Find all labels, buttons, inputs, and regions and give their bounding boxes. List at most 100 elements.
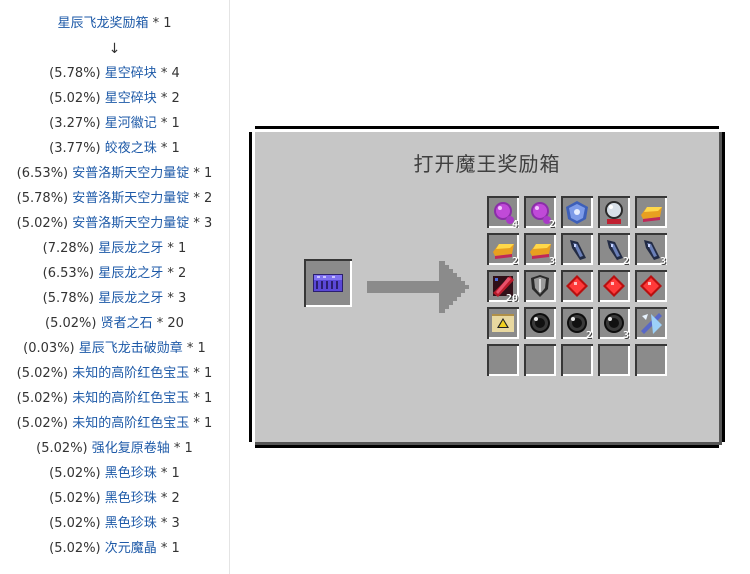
output-slot[interactable]: 2 (598, 233, 630, 267)
drop-item-link[interactable]: 星辰龙之牙 (98, 241, 164, 256)
output-slot[interactable]: 3 (635, 233, 667, 267)
drop-item-link[interactable]: 星辰龙之牙 (98, 291, 164, 306)
drop-chance: (3.77%) (49, 141, 101, 156)
drop-chance: (7.28%) (42, 241, 95, 256)
drop-chance: (5.02%) (49, 516, 101, 531)
drop-item-link[interactable]: 未知的高阶红色宝玉 (72, 366, 190, 381)
drop-item-link[interactable]: 黑色珍珠 (104, 516, 157, 531)
purple-orb-icon (494, 202, 514, 224)
drop-arrow: ↓ (0, 41, 229, 58)
output-slot[interactable] (561, 344, 593, 376)
drop-chance: (5.02%) (36, 441, 88, 456)
drop-quantity: * 2 (167, 266, 187, 281)
drop-list-item: (5.02%) 黑色珍珠 * 2 (0, 491, 229, 507)
output-slot[interactable] (561, 270, 593, 302)
drop-item-link[interactable]: 次元魔晶 (104, 541, 157, 556)
drop-item-link[interactable]: 未知的高阶红色宝玉 (72, 416, 190, 431)
ingot-icon (641, 207, 662, 222)
drop-list-sidebar: 星辰飞龙奖励箱 * 1 ↓ (5.78%) 星空碎块 * 4 (5.02%) 星空… (0, 0, 230, 574)
shield-medal-icon (531, 275, 549, 297)
output-slot[interactable] (487, 307, 519, 339)
drop-list-item: (6.53%) 安普洛斯天空力量锭 * 1 (0, 166, 229, 182)
drop-chance: (5.78%) (49, 66, 101, 81)
drop-list-item: (5.78%) 安普洛斯天空力量锭 * 2 (0, 191, 229, 207)
drop-list-item: (5.02%) 黑色珍珠 * 3 (0, 516, 229, 532)
ingot-icon (530, 244, 551, 259)
output-slot[interactable] (598, 344, 630, 376)
drop-list-item: (5.78%) 星辰龙之牙 * 3 (0, 291, 229, 307)
output-slot[interactable] (524, 307, 556, 339)
drop-item-link[interactable]: 安普洛斯天空力量锭 (72, 216, 190, 231)
drop-item-link[interactable]: 贤者之石 (100, 316, 153, 331)
drop-list-item: (3.27%) 星河徽记 * 1 (0, 116, 229, 132)
output-slot[interactable]: 3 (524, 233, 556, 267)
drop-list-item: (5.02%) 未知的高阶红色宝玉 * 1 (0, 391, 229, 407)
black-pearl-icon (567, 313, 587, 333)
drop-item-link[interactable]: 黑色珍珠 (104, 491, 157, 506)
drop-list-item: (3.77%) 皎夜之珠 * 1 (0, 141, 229, 157)
drop-item-link[interactable]: 星河徽记 (104, 116, 157, 131)
output-slot[interactable] (561, 196, 593, 228)
drop-chance: (5.02%) (16, 391, 69, 406)
drop-item-link[interactable]: 安普洛斯天空力量锭 (72, 191, 190, 206)
down-arrow-icon: ↓ (108, 41, 121, 57)
drop-source: 星辰飞龙奖励箱 * 1 (0, 16, 229, 32)
drop-item-link[interactable]: 黑色珍珠 (104, 466, 157, 481)
drop-quantity: * 4 (160, 66, 180, 81)
stack-count: 3 (548, 256, 555, 267)
output-slot[interactable] (561, 233, 593, 265)
output-slot[interactable]: 4 (487, 196, 519, 230)
stack-count: 2 (511, 256, 518, 267)
black-pearl-icon (530, 313, 550, 333)
dimension-crystal-icon (641, 313, 662, 334)
drop-quantity: * 1 (173, 441, 193, 456)
drop-quantity: * 2 (193, 191, 213, 206)
output-slot[interactable] (524, 270, 556, 302)
output-slot[interactable]: 20 (487, 270, 519, 304)
red-gem-icon (603, 275, 625, 297)
progress-arrow-icon (367, 261, 469, 313)
output-slot[interactable] (635, 196, 667, 228)
scroll-icon (492, 314, 514, 332)
drop-quantity: * 2 (160, 91, 180, 106)
drop-item-link[interactable]: 星空碎块 (104, 66, 157, 81)
drop-chance: (0.03%) (23, 341, 75, 356)
drop-source-link[interactable]: 星辰飞龙奖励箱 (57, 16, 149, 31)
output-slot[interactable]: 3 (598, 307, 630, 341)
drop-quantity: * 1 (193, 166, 213, 181)
stack-count: 2 (585, 330, 592, 341)
output-slot[interactable] (635, 344, 667, 376)
stack-count: 2 (622, 256, 629, 267)
pearl-orb-icon (605, 201, 623, 224)
drop-chance: (5.02%) (49, 466, 101, 481)
drop-quantity: * 1 (167, 241, 187, 256)
drop-item-link[interactable]: 星空碎块 (104, 91, 157, 106)
drop-source-qty: * 1 (152, 16, 172, 31)
drop-item-link[interactable]: 安普洛斯天空力量锭 (72, 166, 190, 181)
output-slot[interactable] (487, 344, 519, 376)
output-slot[interactable] (598, 196, 630, 228)
output-slot[interactable] (598, 270, 630, 302)
drop-quantity: * 1 (160, 466, 180, 481)
drop-list-item: (5.78%) 星空碎块 * 4 (0, 66, 229, 82)
output-slot[interactable] (635, 307, 667, 339)
drop-list-item: (5.02%) 次元魔晶 * 1 (0, 541, 229, 557)
drop-chance: (5.78%) (16, 191, 69, 206)
drop-chance: (5.02%) (45, 316, 97, 331)
drop-quantity: * 1 (186, 341, 206, 356)
drop-item-link[interactable]: 皎夜之珠 (104, 141, 157, 156)
output-slot[interactable]: 2 (561, 307, 593, 341)
output-slot[interactable] (524, 344, 556, 376)
drop-quantity: * 3 (167, 291, 187, 306)
drop-item-link[interactable]: 星辰龙之牙 (98, 266, 164, 281)
output-slot[interactable]: 2 (487, 233, 519, 267)
drop-list-item: (5.02%) 未知的高阶红色宝玉 * 1 (0, 366, 229, 382)
drop-list-item: (5.02%) 安普洛斯天空力量锭 * 3 (0, 216, 229, 232)
output-slot[interactable] (635, 270, 667, 302)
drop-item-link[interactable]: 强化复原卷轴 (91, 441, 170, 456)
input-slot[interactable] (304, 259, 352, 307)
stack-count: 4 (511, 219, 518, 230)
drop-item-link[interactable]: 未知的高阶红色宝玉 (72, 391, 190, 406)
drop-item-link[interactable]: 星辰飞龙击破勋章 (78, 341, 183, 356)
output-slot[interactable]: 2 (524, 196, 556, 230)
